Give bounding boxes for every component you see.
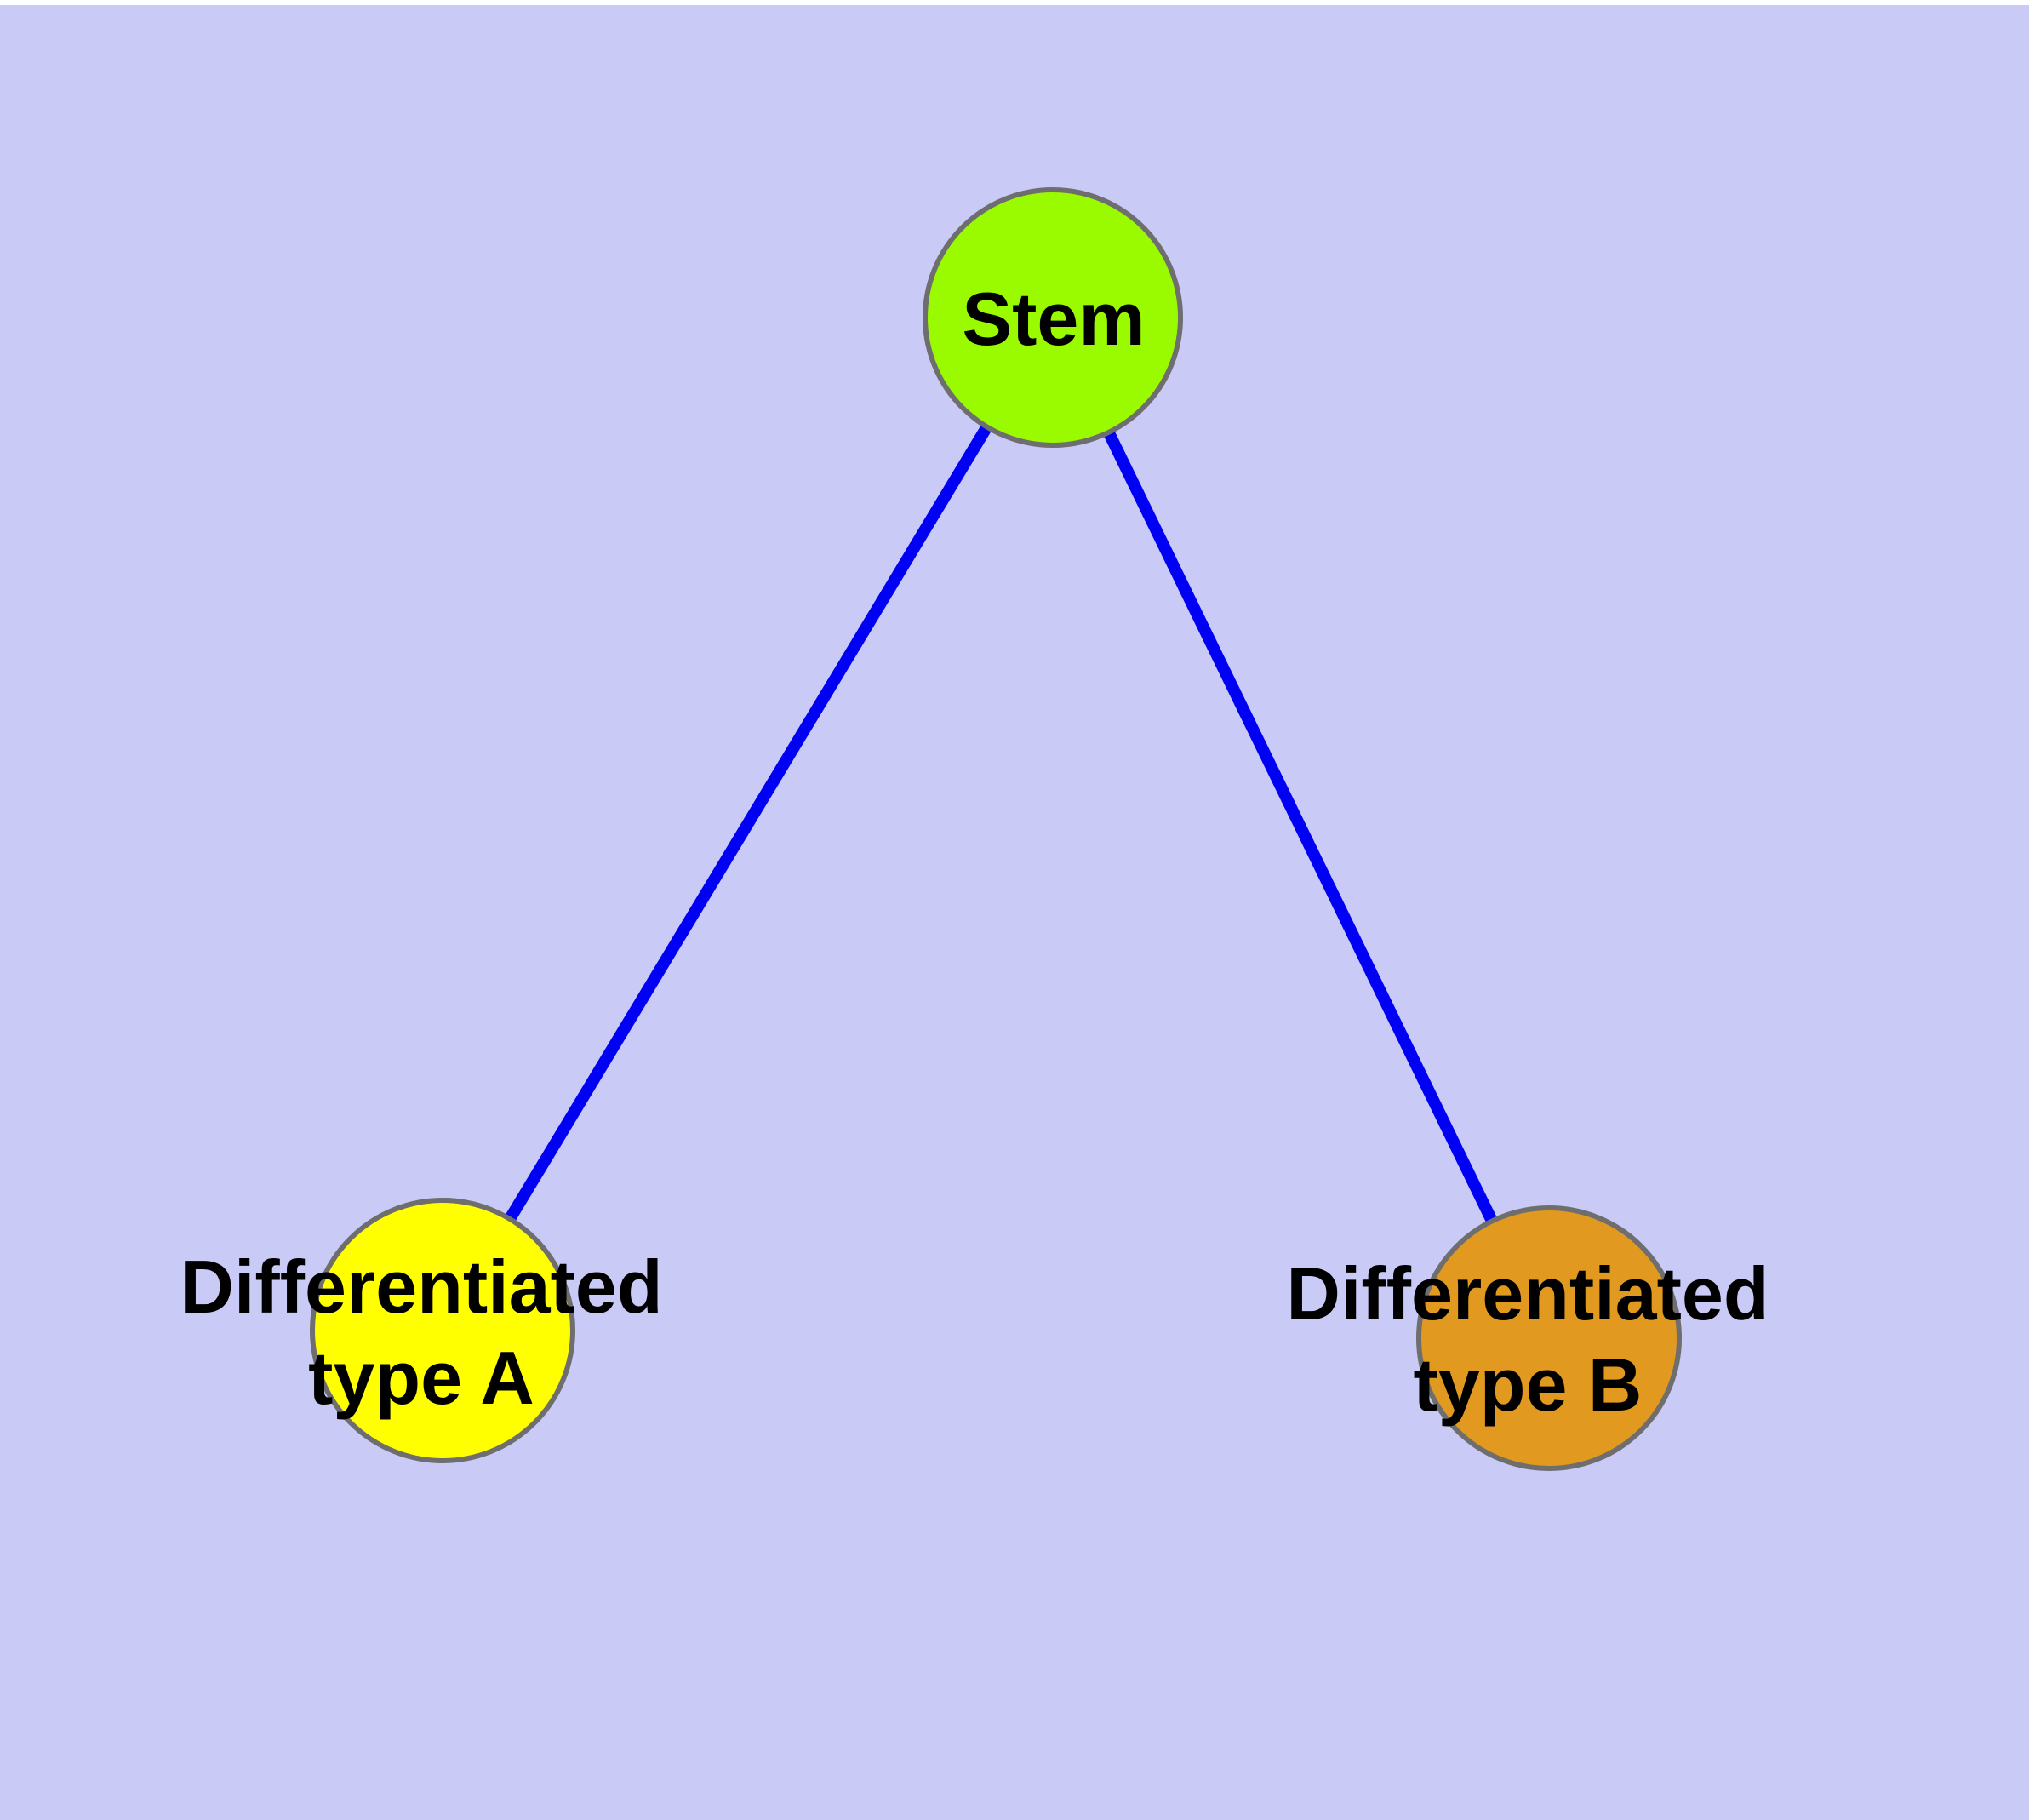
node-group: [310, 187, 1682, 1471]
label-group: Stem Differentiated type A Differentiate…: [180, 277, 1769, 1427]
node-label-type-b-line1: Differentiated: [1286, 1251, 1769, 1336]
node-differentiated-type-b: [1416, 1205, 1682, 1471]
edge-stem-to-type-b: [1047, 314, 1555, 1342]
node-label-type-b-line2: type B: [1414, 1342, 1643, 1427]
node-label-type-a-line2: type A: [308, 1336, 534, 1420]
node-stem: [923, 187, 1183, 448]
node-label-type-a-line1: Differentiated: [180, 1245, 662, 1329]
node-differentiated-type-a: [310, 1198, 575, 1463]
edge-group: [437, 314, 1555, 1342]
node-label-stem: Stem: [962, 277, 1145, 361]
edge-stem-to-type-a: [437, 314, 1058, 1334]
